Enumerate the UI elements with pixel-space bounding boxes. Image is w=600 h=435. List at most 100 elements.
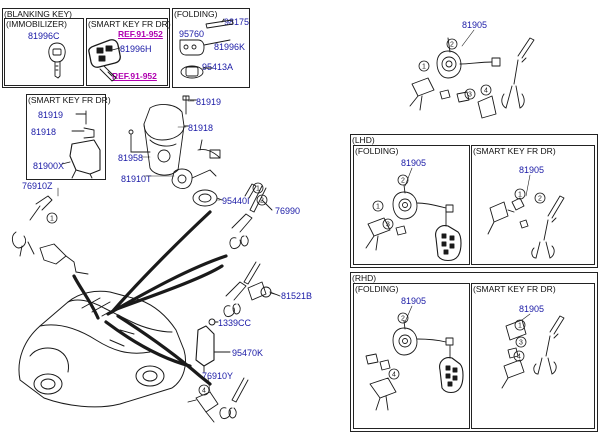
- smart-key-handle-icon: [61, 110, 101, 179]
- callout-2-lhd-s: [534, 192, 546, 204]
- part-81910T: 81910T: [121, 174, 152, 184]
- callout-4-rhd-f-label: 4: [392, 372, 396, 379]
- lhd-smart-key-assembly-icon: [487, 195, 565, 259]
- callout-circles: [46, 38, 546, 396]
- rhd-smart-key-title: (SMART KEY FR DR): [473, 284, 556, 294]
- reference-link-1[interactable]: REF.91-952: [118, 29, 163, 39]
- lhd-folding-title: (FOLDING): [355, 146, 399, 156]
- callout-2-top: [446, 38, 458, 50]
- part-81996H: 81996H: [120, 44, 152, 54]
- lhd-folding-assembly-icon: [365, 184, 462, 262]
- callout-numbers: 1 2 3 4 1 1 2 4 1 2 3 1 2 2 4 1 3 4: [50, 42, 542, 395]
- callout-3-rhd-s-label: 3: [519, 340, 523, 347]
- callout-1-lhd-f-label: 1: [376, 204, 380, 211]
- callout-1-driver: [46, 212, 58, 224]
- part-1339CC: 1339CC: [218, 318, 252, 328]
- callout-3-lhd-f: [382, 218, 394, 230]
- folding-top-box: [172, 8, 250, 88]
- smart-key-fr-dr-top-box: [86, 18, 168, 86]
- callout-4-top-label: 4: [484, 88, 488, 95]
- callout-4-76910y: [198, 384, 210, 396]
- folding-key-icon: [179, 18, 234, 79]
- thin-leader-lines: [57, 29, 531, 393]
- folding-top-title: (FOLDING): [174, 9, 218, 19]
- tailgate-key-icon: [223, 261, 281, 317]
- reference-link-2[interactable]: REF.91-952: [112, 71, 157, 81]
- part-76990: 76990: [275, 206, 301, 216]
- callout-4-rhd-f: [388, 368, 400, 380]
- car-outline-icon: [18, 290, 186, 408]
- callout-1-lhd-s: [514, 188, 526, 200]
- part-95470K: 95470K: [232, 348, 264, 358]
- part-81900X: 81900X: [33, 161, 65, 171]
- smart-key-fr-dr-top-title: (SMART KEY FR DR): [88, 19, 171, 29]
- callout-4-top: [480, 84, 492, 96]
- part-81996K: 81996K: [214, 42, 246, 52]
- door-key-set-icon: [229, 183, 273, 249]
- lhd-smart-key-box: [471, 145, 595, 265]
- callout-3-lhd-f-label: 3: [386, 222, 390, 229]
- callout-3-top-label: 3: [468, 92, 472, 99]
- callout-2-lhd-f-label: 2: [401, 178, 405, 185]
- part-81521B: 81521B: [281, 291, 313, 301]
- lhd-smart-key-title: (SMART KEY FR DR): [473, 146, 556, 156]
- callout-3-top: [464, 88, 476, 100]
- callout-2-lhd-f: [397, 174, 409, 186]
- callout-3-rhd-s: [515, 336, 527, 348]
- callout-2-76990-label: 2: [260, 198, 264, 205]
- lhd-title: (LHD): [352, 135, 375, 145]
- part-81905-rhd-folding: 81905: [401, 296, 427, 306]
- part-98175: 98175: [224, 17, 250, 27]
- part-95760: 95760: [179, 29, 205, 39]
- callout-1-top: [418, 60, 430, 72]
- callout-2-rhd-f-label: 2: [401, 316, 405, 323]
- rhd-folding-title: (FOLDING): [355, 284, 399, 294]
- callout-1-lhd-s-label: 1: [518, 192, 522, 199]
- smart-key-fob-icon: [88, 39, 121, 82]
- passenger-door-lock-icon: [187, 377, 249, 423]
- callout-1-driver-label: 1: [50, 216, 54, 223]
- rhd-smart-key-assembly-icon: [501, 315, 565, 389]
- callout-2-top-label: 2: [450, 42, 454, 49]
- callout-1-lhd-f: [372, 200, 384, 212]
- callout-1-rhd-s-label: 1: [518, 323, 522, 330]
- callout-1-76990: [252, 182, 264, 194]
- steering-lock-icon: [128, 95, 221, 189]
- part-76910Y: 76910Y: [202, 371, 234, 381]
- part-81919: 81919: [196, 97, 222, 107]
- part-95440I: 95440I: [222, 196, 250, 206]
- immobilizer-title: (IMMOBILIZER): [6, 19, 67, 29]
- lhd-folding-box: [353, 145, 470, 265]
- smart-key-fr-dr-left-title: (SMART KEY FR DR): [28, 95, 111, 105]
- rhd-box: [350, 272, 598, 432]
- callout-2-rhd-f: [397, 312, 409, 324]
- callout-2-76990: [256, 194, 268, 206]
- part-81905-rhd-smart: 81905: [519, 304, 545, 314]
- blanking-key-title: (BLANKING KEY): [4, 9, 73, 19]
- callout-4-76910y-label: 4: [202, 388, 206, 395]
- part-81958: 81958: [118, 153, 144, 163]
- part-81918: 81918: [188, 123, 214, 133]
- leader-lines: [72, 210, 228, 386]
- part-81996C: 81996C: [28, 31, 60, 41]
- callout-1-rhd-s: [514, 319, 526, 331]
- driver-door-lock-icon: [11, 195, 89, 275]
- callout-4-rhd-s-label: 4: [517, 354, 521, 361]
- immobilizer-box: [4, 18, 84, 86]
- rhd-folding-assembly-icon: [365, 320, 464, 411]
- part-95413A: 95413A: [202, 62, 234, 72]
- rhd-title: (RHD): [352, 273, 377, 283]
- rhd-smart-key-box: [471, 283, 595, 429]
- rhd-folding-box: [353, 283, 470, 429]
- part-81918-box: 81918: [31, 127, 57, 137]
- part-76910Z: 76910Z: [22, 181, 53, 191]
- part-81905-top: 81905: [462, 20, 488, 30]
- part-81919-box: 81919: [38, 110, 64, 120]
- immobilizer-coil-icon: [192, 189, 223, 207]
- top-lock-assembly-icon: [409, 37, 535, 119]
- smart-key-fr-dr-left-box: [26, 94, 106, 180]
- callout-4-rhd-s: [513, 350, 525, 362]
- immobilizer-key-icon: [48, 42, 66, 79]
